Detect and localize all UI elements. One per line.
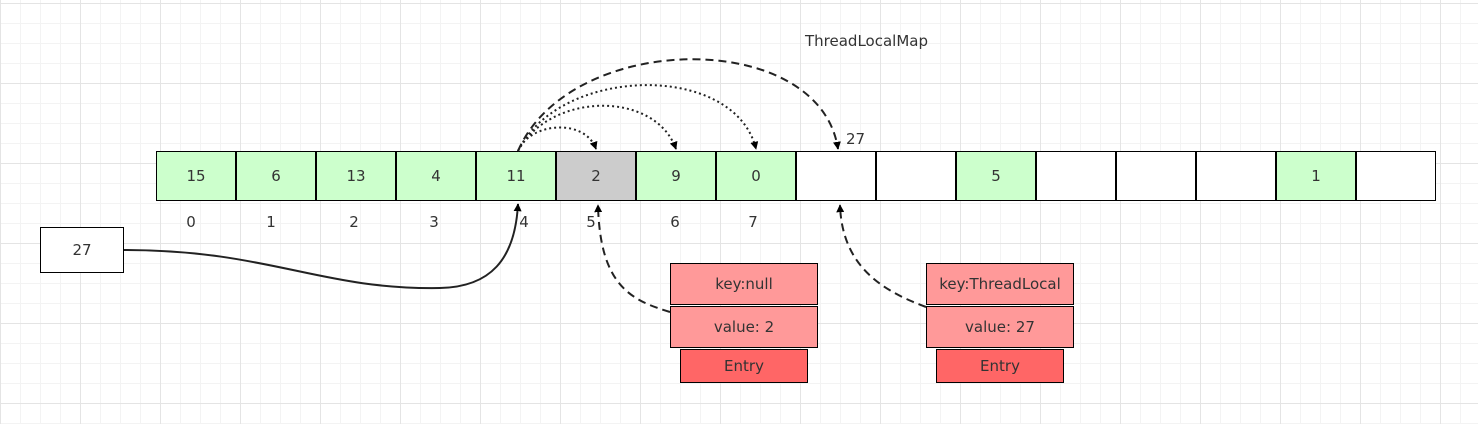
entry-2-key: key:ThreadLocal xyxy=(926,263,1074,305)
array-slot-12 xyxy=(1116,151,1196,201)
slot-index-7: 7 xyxy=(748,213,758,231)
array-slot-5: 2 xyxy=(556,151,636,201)
entry-1-label: Entry xyxy=(680,349,808,383)
slot-index-0: 0 xyxy=(186,213,196,231)
entry-2-label: Entry xyxy=(936,349,1064,383)
slot-index-4: 4 xyxy=(519,213,529,231)
array-slot-6: 9 xyxy=(636,151,716,201)
array-slot-11 xyxy=(1036,151,1116,201)
array-slot-2: 13 xyxy=(316,151,396,201)
array-slot-14: 1 xyxy=(1276,151,1356,201)
slot-index-1: 1 xyxy=(266,213,276,231)
array-slot-7: 0 xyxy=(716,151,796,201)
array-slot-0: 15 xyxy=(156,151,236,201)
probe-arc-slot-7 xyxy=(517,84,759,152)
new-key-box: 27 xyxy=(40,227,124,273)
diagram-title: ThreadLocalMap xyxy=(805,32,928,50)
slot-index-3: 3 xyxy=(429,213,439,231)
array-slot-8 xyxy=(796,151,876,201)
slot-index-5: 5 xyxy=(586,213,596,231)
slot-index-2: 2 xyxy=(349,213,359,231)
array-slot-3: 4 xyxy=(396,151,476,201)
array-slot-9 xyxy=(876,151,956,201)
probe-target-label: 27 xyxy=(846,130,866,148)
entry-1-key: key:null xyxy=(670,263,818,305)
array-slot-1: 6 xyxy=(236,151,316,201)
entry-1-value: value: 2 xyxy=(670,306,818,348)
probe-arc-slot-6 xyxy=(517,104,678,152)
array-slot-13 xyxy=(1196,151,1276,201)
insert-arc-slot-8 xyxy=(517,58,841,152)
array-slot-10: 5 xyxy=(956,151,1036,201)
array-slot-4: 11 xyxy=(476,151,556,201)
slot-index-6: 6 xyxy=(670,213,680,231)
entry-2-pointer xyxy=(836,204,927,308)
entry-2-value: value: 27 xyxy=(926,306,1074,348)
array-slot-15 xyxy=(1356,151,1436,201)
probe-arc-slot-5 xyxy=(517,126,598,152)
entry-1-pointer xyxy=(594,204,671,313)
